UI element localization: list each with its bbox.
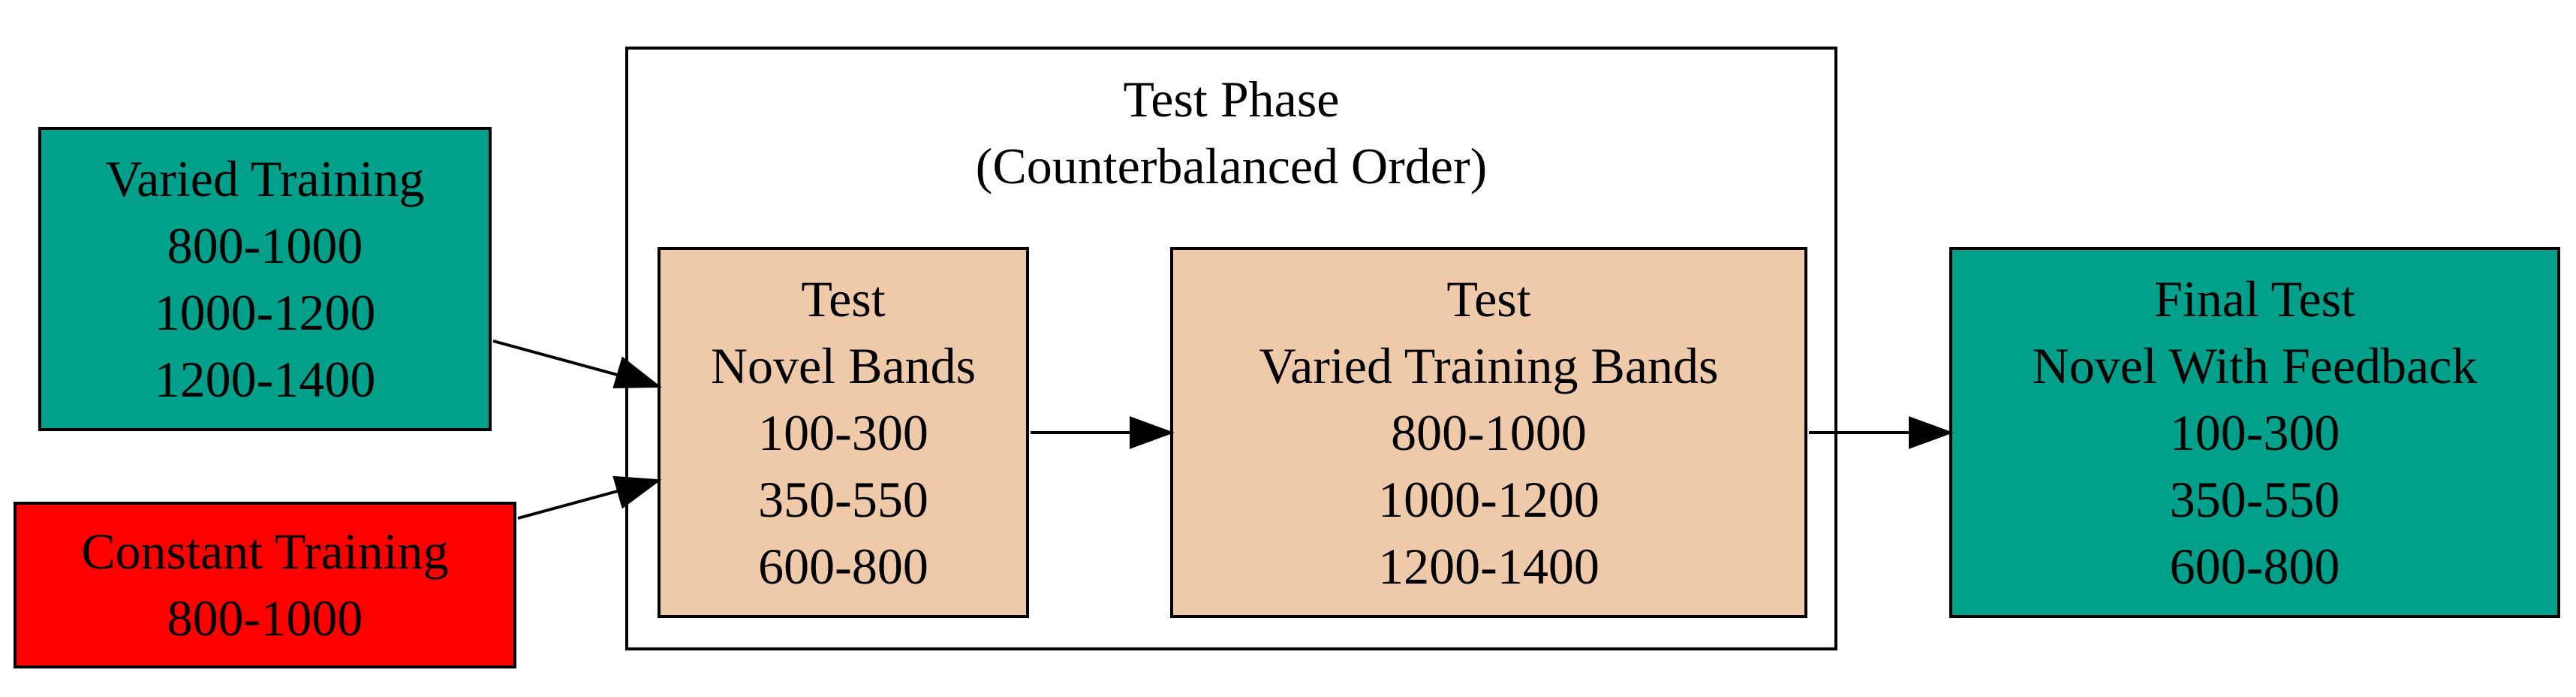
node-line: 800-1000 bbox=[1391, 403, 1587, 461]
edge-line bbox=[492, 339, 621, 377]
node-line: Novel With Feedback bbox=[2032, 336, 2478, 394]
node-line: Final Test bbox=[2154, 270, 2355, 327]
node-line: 350-550 bbox=[2169, 470, 2340, 528]
edge-test-novel-to-test-varied bbox=[1031, 416, 1175, 449]
test-novel-bands-node: Test Novel Bands 100-300 350-550 600-800 bbox=[658, 247, 1029, 618]
node-line: 1200-1400 bbox=[1378, 537, 1599, 595]
node-line: Novel Bands bbox=[710, 336, 977, 394]
arrowhead bbox=[612, 356, 662, 389]
node-line: 800-1000 bbox=[167, 590, 363, 647]
node-line: Varied Training Bands bbox=[1259, 336, 1719, 394]
edge-varied-training-to-test-novel bbox=[492, 339, 662, 389]
cluster-label-line-1: Test Phase bbox=[1123, 71, 1340, 128]
node-line: 600-800 bbox=[2169, 537, 2340, 595]
arrowhead bbox=[1909, 416, 1954, 449]
node-line: 1000-1200 bbox=[1378, 470, 1599, 528]
test-phase-cluster: Test Phase (Counterbalanced Order) bbox=[625, 47, 1837, 650]
node-line: Constant Training bbox=[81, 523, 449, 580]
arrowhead bbox=[612, 475, 662, 509]
edge-test-varied-to-final-test bbox=[1809, 416, 1954, 449]
node-line: Test bbox=[801, 270, 886, 327]
node-line: 1200-1400 bbox=[154, 350, 376, 408]
cluster-label-line-2: (Counterbalanced Order) bbox=[975, 137, 1488, 195]
node-line: 100-300 bbox=[2169, 403, 2340, 461]
final-test-node: Final Test Novel With Feedback 100-300 3… bbox=[1949, 247, 2560, 618]
node-line: Varied Training bbox=[105, 149, 425, 207]
node-line: 800-1000 bbox=[167, 216, 363, 274]
node-line: 600-800 bbox=[758, 537, 928, 595]
test-phase-cluster-label: Test Phase (Counterbalanced Order) bbox=[628, 66, 1834, 200]
arrowhead bbox=[1130, 416, 1175, 449]
varied-training-node: Varied Training 800-1000 1000-1200 1200-… bbox=[38, 127, 492, 431]
node-line: 1000-1200 bbox=[154, 283, 376, 341]
node-line: 350-550 bbox=[758, 470, 928, 528]
node-line: Test bbox=[1446, 270, 1531, 327]
constant-training-node: Constant Training 800-1000 bbox=[14, 502, 516, 668]
node-line: 100-300 bbox=[758, 403, 928, 461]
edge-constant-training-to-test-novel bbox=[517, 475, 662, 520]
edge-line bbox=[517, 489, 621, 520]
test-varied-training-bands-node: Test Varied Training Bands 800-1000 1000… bbox=[1170, 247, 1807, 618]
